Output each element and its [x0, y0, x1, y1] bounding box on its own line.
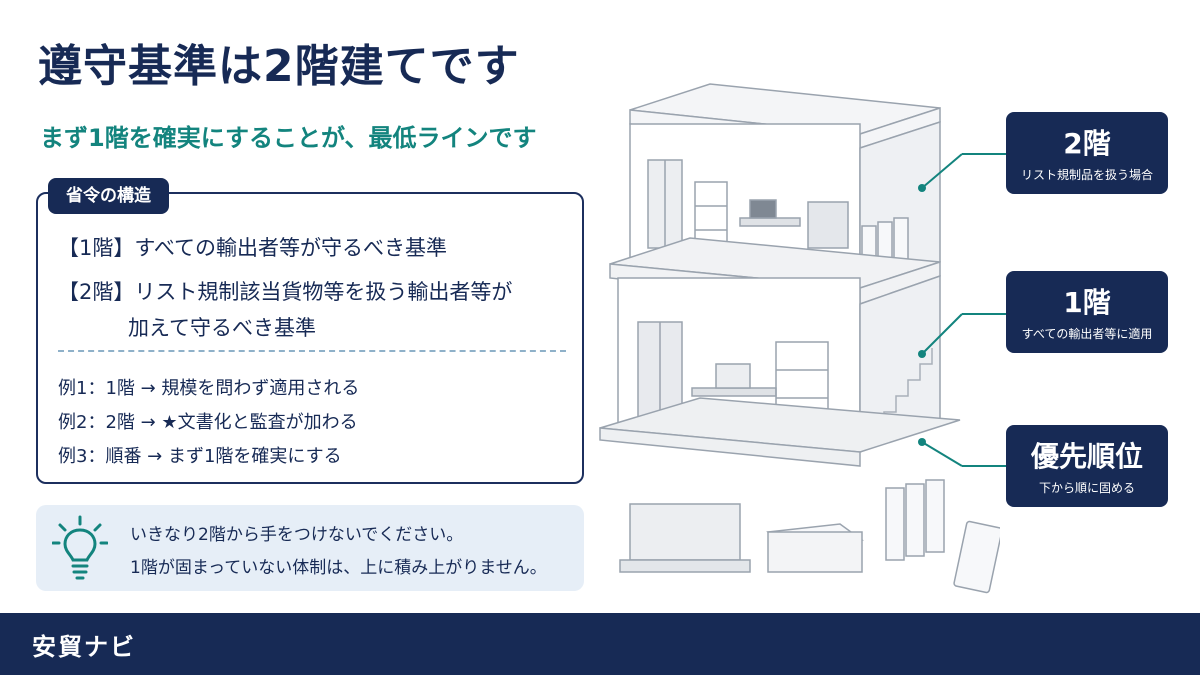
floor2-label-title: 2階 [1063, 127, 1111, 160]
building-illustration [599, 83, 1000, 594]
lightbulb-icon [52, 515, 108, 580]
floor1-label-title: 1階 [1063, 286, 1111, 319]
structure-tab-label: 省令の構造 [48, 178, 169, 214]
ground-items [619, 479, 1000, 594]
priority-label-title: 優先順位 [1030, 440, 1143, 473]
floor1-label: 1階 すべての輸出者等に適用 [1006, 271, 1168, 353]
footer-brand: 安貿ナビ [32, 633, 136, 661]
example-1: 例1：1階 → 規模を問わず適用される [58, 378, 360, 399]
base-slab [599, 397, 961, 467]
example-3: 例3：順番 → まず1階を確実にする [58, 446, 342, 467]
page-subtitle: まず1階を確実にすることが、最低ラインです [40, 124, 537, 152]
label-connectors [918, 153, 1006, 467]
tip-line-2: 1階が固まっていない体制は、上に積み上がりません。 [130, 558, 547, 578]
tip-box [36, 505, 584, 591]
floor1-label-caption: すべての輸出者等に適用 [1021, 327, 1153, 341]
tip-line-1: いきなり2階から手をつけないでください。 [130, 525, 464, 545]
footer-bar [0, 613, 1200, 675]
floor2-description-line2: 加えて守るべき基準 [128, 316, 316, 340]
priority-label: 優先順位 下から順に固める [1006, 425, 1168, 507]
floor2-label: 2階 リスト規制品を扱う場合 [1006, 112, 1168, 194]
structure-box [36, 192, 584, 484]
floor1-description: 【1階】すべての輸出者等が守るべき基準 [58, 236, 448, 260]
priority-label-caption: 下から順に固める [1038, 481, 1135, 495]
floor2-description-line1: 【2階】リスト規制該当貨物等を扱う輸出者等が [58, 280, 513, 304]
example-2: 例2：2階 → ★文書化と監査が加わる [58, 412, 358, 433]
dashed-divider [58, 350, 566, 352]
page-title: 遵守基準は2階建てです [38, 41, 520, 92]
floor2-label-caption: リスト規制品を扱う場合 [1020, 168, 1153, 182]
